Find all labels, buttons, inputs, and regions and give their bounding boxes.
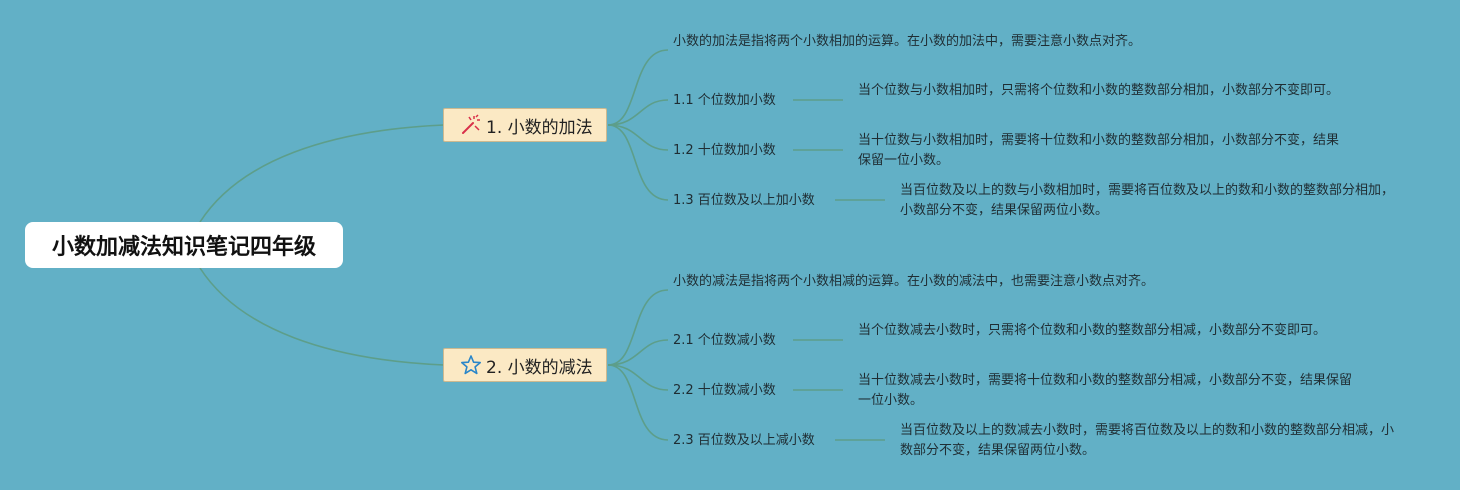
subtopic-detail: 当个位数减去小数时，只需将个位数和小数的整数部分相减，小数部分不变即可。 <box>858 323 1327 338</box>
branch-label: 2. 小数的减法 <box>486 357 593 378</box>
star-outline-icon <box>460 354 482 376</box>
connector-b2-c3 <box>607 364 669 441</box>
subtopic-label[interactable]: 1.2 十位数加小数 <box>673 143 776 158</box>
connector-b2-desc <box>607 289 669 366</box>
subtopic-label[interactable]: 1.3 百位数及以上加小数 <box>673 193 815 208</box>
magic-wand-icon <box>460 114 482 136</box>
connector-b2-c1 <box>607 339 669 366</box>
connector-b2-c2 <box>607 364 669 391</box>
subtopic-label[interactable]: 2.2 十位数减小数 <box>673 383 776 398</box>
connector-root-branch-1 <box>199 124 445 223</box>
connector-b1-c2 <box>607 124 669 151</box>
subtopic-detail: 当十位数减去小数时，需要将十位数和小数的整数部分相减，小数部分不变，结果保留一位… <box>858 373 1353 408</box>
connector-b1-desc <box>607 49 669 126</box>
connector-root-branch-2 <box>199 267 445 366</box>
branch-label: 1. 小数的加法 <box>486 117 593 138</box>
subtopic-label[interactable]: 2.3 百位数及以上减小数 <box>673 433 815 448</box>
branch-description: 小数的加法是指将两个小数相加的运算。在小数的加法中，需要注意小数点对齐。 <box>673 34 1142 49</box>
root-node[interactable]: 小数加减法知识笔记四年级 <box>25 222 343 268</box>
subtopic-detail: 当百位数及以上的数与小数相加时，需要将百位数及以上的数和小数的整数部分相加，小数… <box>900 183 1395 218</box>
subtopic-detail: 当个位数与小数相加时，只需将个位数和小数的整数部分相加，小数部分不变即可。 <box>858 83 1340 98</box>
connector-b1-c3 <box>607 124 669 201</box>
subtopic-label[interactable]: 2.1 个位数减小数 <box>673 333 776 348</box>
branch-node-addition[interactable]: 1. 小数的加法 <box>443 108 607 142</box>
subtopic-label[interactable]: 1.1 个位数加小数 <box>673 93 776 108</box>
connector-b1-c1 <box>607 99 669 126</box>
root-title: 小数加减法知识笔记四年级 <box>51 235 316 260</box>
branch-description: 小数的减法是指将两个小数相减的运算。在小数的减法中，也需要注意小数点对齐。 <box>673 274 1155 289</box>
branch-node-subtraction[interactable]: 2. 小数的减法 <box>443 348 607 382</box>
subtopic-detail: 当十位数与小数相加时，需要将十位数和小数的整数部分相加，小数部分不变，结果保留一… <box>858 133 1340 168</box>
subtopic-detail: 当百位数及以上的数减去小数时，需要将百位数及以上的数和小数的整数部分相减，小数部… <box>900 423 1395 458</box>
